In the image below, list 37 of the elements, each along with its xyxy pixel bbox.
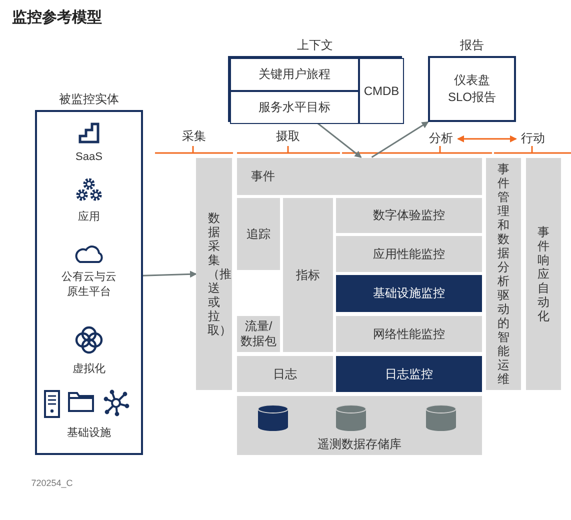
- module-block: 网络性能监控: [336, 316, 482, 352]
- stage-label: 分析: [424, 129, 458, 147]
- panel-heading: 报告: [459, 37, 485, 54]
- aiops-column: 事件管理和数据分析驱动的智能运维: [486, 158, 521, 390]
- module-block: 流量/数据包: [237, 316, 280, 352]
- report-item: 仪表盘: [453, 72, 491, 89]
- arrow: [142, 270, 197, 278]
- report-item: SLO报告: [446, 89, 497, 106]
- module-block: 追踪: [237, 198, 280, 270]
- panel-heading: 被监控实体: [58, 91, 120, 108]
- context-cell: CMDB: [359, 58, 404, 124]
- automation-column: 事件响应自动化: [526, 158, 561, 390]
- context-cell: 关键用户旅程: [230, 58, 359, 91]
- stage-label: 行动: [516, 129, 550, 147]
- arrow: [371, 121, 429, 158]
- storage-panel: [237, 396, 482, 455]
- collection-column: 数据采集（推送或拉取）: [196, 158, 232, 390]
- event-band: 事件: [237, 158, 482, 195]
- stage-label: 采集: [181, 128, 207, 145]
- entity-label: SaaS: [74, 150, 104, 165]
- entity-label: 基础设施: [66, 426, 112, 441]
- storage-label: 遥测数据存储库: [316, 436, 402, 453]
- panel-heading: 上下文: [296, 37, 334, 54]
- diagram-title: 监控参考模型: [12, 8, 103, 28]
- entity-label: 公有云与云原生平台: [60, 270, 118, 300]
- module-block: 日志: [237, 356, 333, 392]
- figure-id: 720254_C: [30, 478, 74, 490]
- module-block: 指标: [283, 198, 333, 352]
- entity-label: 虚拟化: [72, 362, 106, 377]
- module-block: 基础设施监控: [336, 275, 482, 312]
- double-arrow: [457, 135, 517, 142]
- module-block: 数字体验监控: [336, 198, 482, 233]
- context-cell: 服务水平目标: [230, 91, 359, 124]
- module-block: 日志监控: [336, 356, 482, 392]
- stage-label: 摄取: [275, 128, 301, 145]
- module-block: 应用性能监控: [336, 236, 482, 272]
- entity-label: 应用: [77, 210, 101, 225]
